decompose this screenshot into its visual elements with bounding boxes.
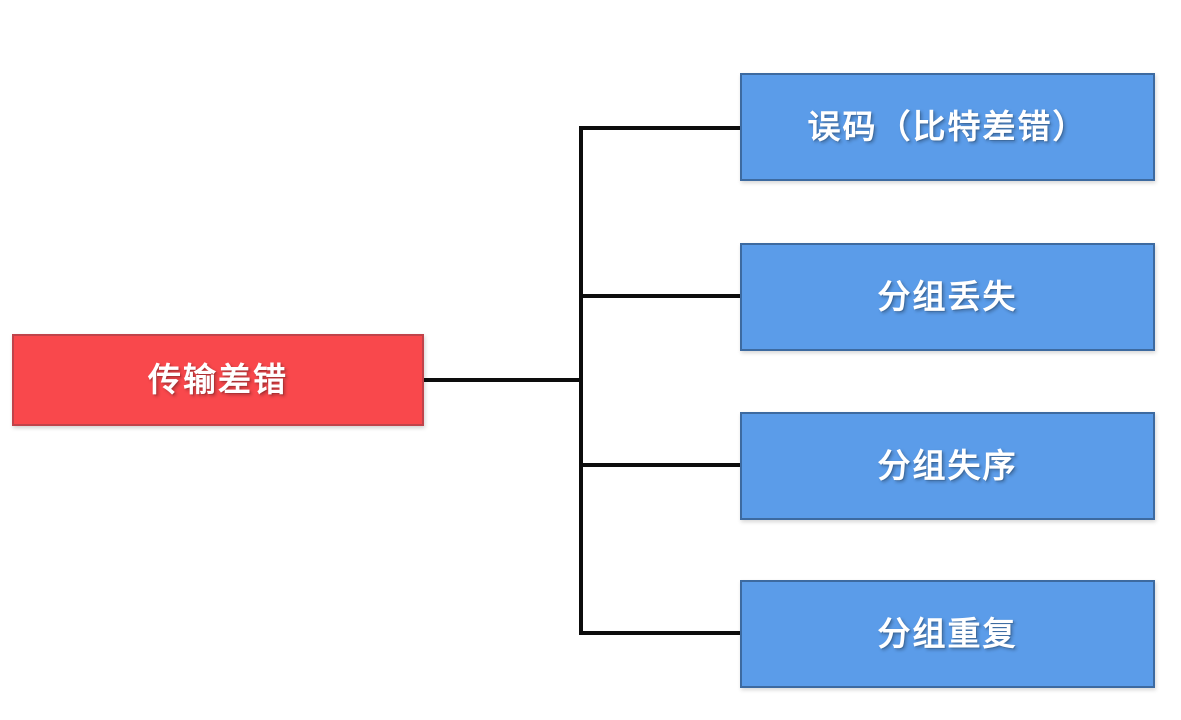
child-node-packet-duplication[interactable]: 分组重复 <box>740 580 1155 688</box>
root-node-transmission-error[interactable]: 传输差错 <box>12 334 424 426</box>
child-node-packet-out-of-order[interactable]: 分组失序 <box>740 412 1155 520</box>
child-node-label: 分组重复 <box>877 613 1018 653</box>
child-node-packet-loss[interactable]: 分组丢失 <box>740 243 1155 351</box>
child-node-bit-error[interactable]: 误码（比特差错） <box>740 73 1155 181</box>
child-node-label: 分组丢失 <box>877 276 1018 316</box>
root-node-label: 传输差错 <box>148 359 288 399</box>
child-node-label: 误码（比特差错） <box>807 106 1088 146</box>
child-node-label: 分组失序 <box>877 445 1018 485</box>
